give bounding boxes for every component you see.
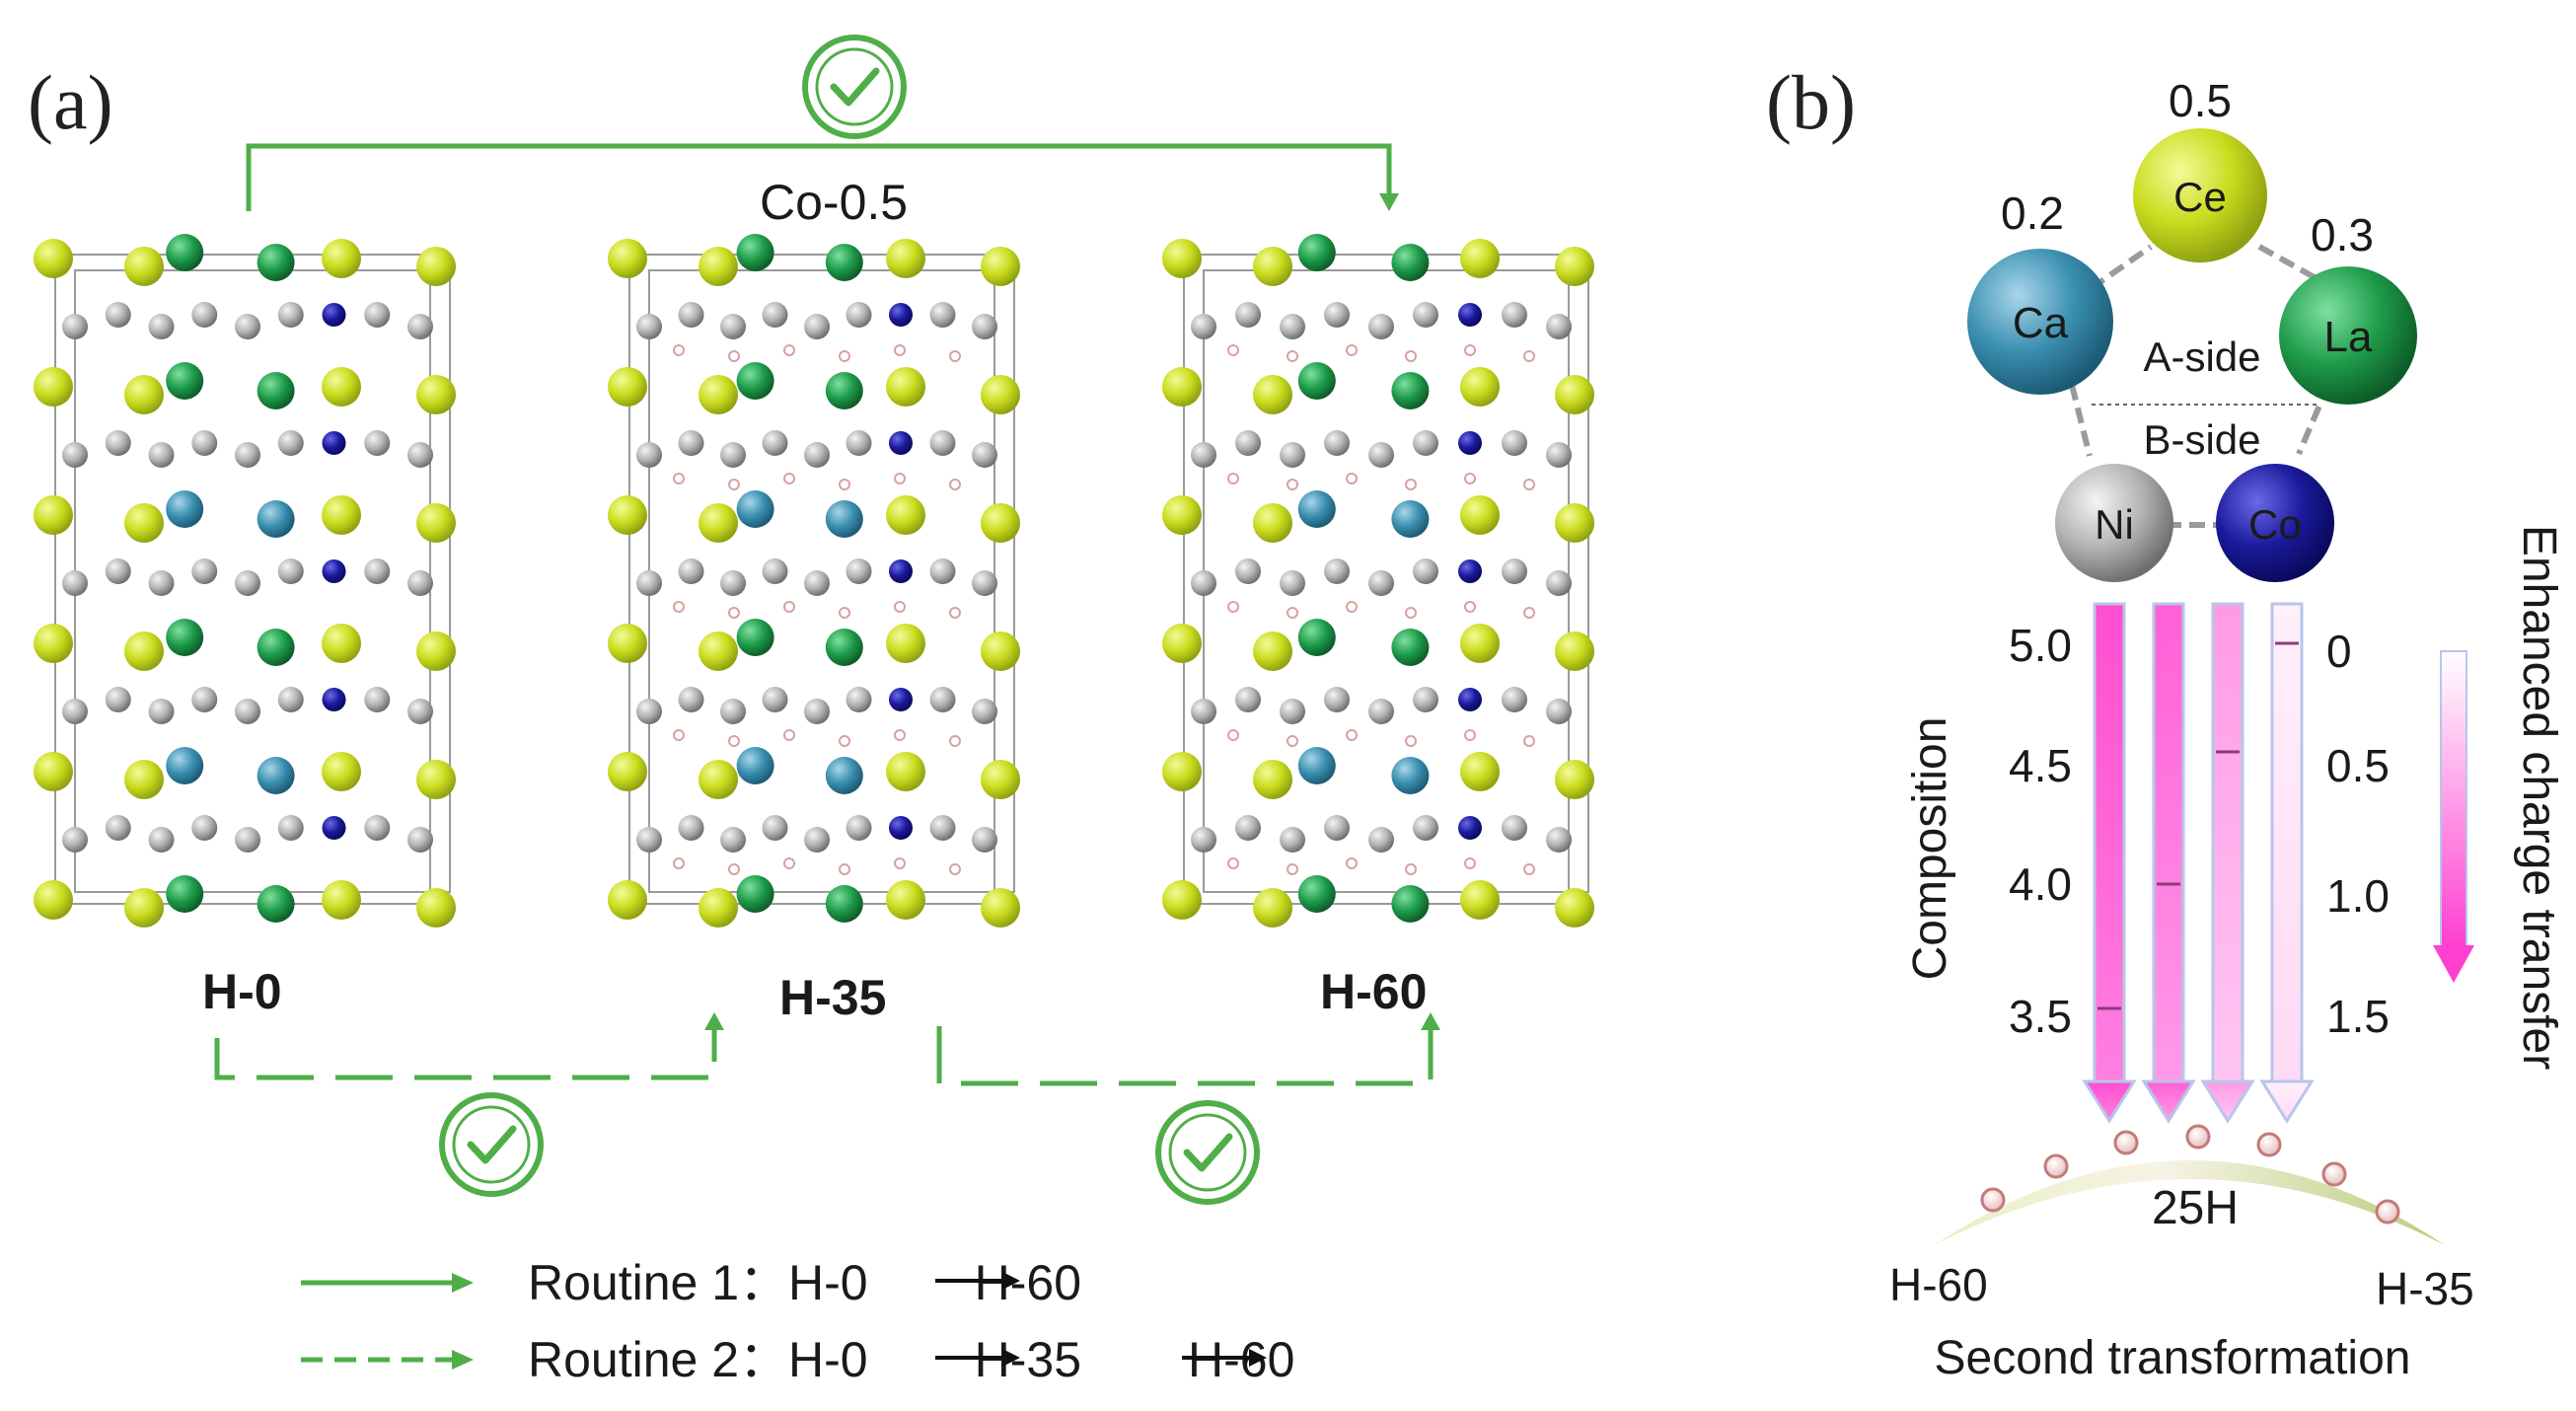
left-tick: 4.0 [2009,858,2072,910]
band-arrow-3 [2200,602,2255,1124]
right-tick: 0.5 [2326,740,2390,791]
structure-label-h35: H-35 [779,970,886,1025]
crystal-box-h0 [34,234,456,928]
routine-2-arrow-left [214,1026,717,1080]
routine-2-arrowhead-left [704,1012,724,1030]
left-tick: 3.5 [2009,991,2072,1042]
routine-1-step-arrow [935,1272,1020,1290]
band-arrow-2 [2141,602,2196,1124]
element-ni: Ni [2055,464,2173,582]
check-icon [439,1092,544,1197]
hydrogen-atoms [1980,1124,2400,1225]
left-tick: 5.0 [2009,620,2072,671]
right-axis-title: Enhanced charge transfer [2513,525,2565,1070]
element-la-value: 0.3 [2311,209,2374,260]
element-ca: Ca 0.2 [1967,187,2113,395]
routine-2-step-arrow [935,1349,1267,1367]
svg-text:Ni: Ni [2095,501,2134,548]
band-arrow-1 [2082,602,2137,1124]
bottom-right-label: H-35 [2376,1263,2474,1314]
band-arrows [2082,602,2315,1124]
bottom-left-label: H-60 [1889,1259,1988,1310]
panel-a-label: (a) [28,59,113,145]
structure-label-h0: H-0 [202,964,282,1019]
element-la: La 0.3 [2279,209,2417,405]
right-tick: 0 [2326,626,2352,677]
element-ce-value: 0.5 [2169,75,2232,126]
structure-label-h60: H-60 [1320,964,1427,1019]
crystal-structures [34,234,1594,928]
crystal-box-h60 [1162,234,1594,928]
transformation-arc [1934,1160,2445,1245]
right-tick: 1.5 [2326,991,2390,1042]
charge-transfer-arrow [2433,650,2474,983]
svg-text:Ca: Ca [2013,299,2069,347]
band-arrow-4 [2259,602,2315,1124]
element-co: Co [2216,464,2334,582]
routine-1-arrow-top [246,143,1392,211]
routine-1-arrowhead [1379,193,1399,211]
svg-text:Co: Co [2248,501,2302,548]
left-axis-title: Composition [1904,717,1956,981]
a-side-label: A-side [2143,334,2260,380]
right-tick: 1.0 [2326,870,2390,922]
bottom-caption: Second transformation [1935,1332,2411,1384]
routine-2-arrow-right [936,1026,1434,1086]
routine-2-arrowhead-right [1421,1012,1440,1030]
panel-b-label: (b) [1766,59,1856,145]
left-tick: 4.5 [2009,740,2072,791]
center-label-25h: 25H [2152,1182,2239,1234]
svg-text:La: La [2324,313,2373,361]
composition-label: Co-0.5 [760,175,908,230]
crystal-box-h35 [608,234,1020,928]
svg-text:Ce: Ce [2173,174,2227,220]
check-icon [1155,1100,1260,1205]
element-ce: Ce 0.5 [2133,75,2267,262]
check-icon [802,35,907,139]
element-ca-value: 0.2 [2001,187,2064,239]
b-side-label: B-side [2143,416,2260,463]
